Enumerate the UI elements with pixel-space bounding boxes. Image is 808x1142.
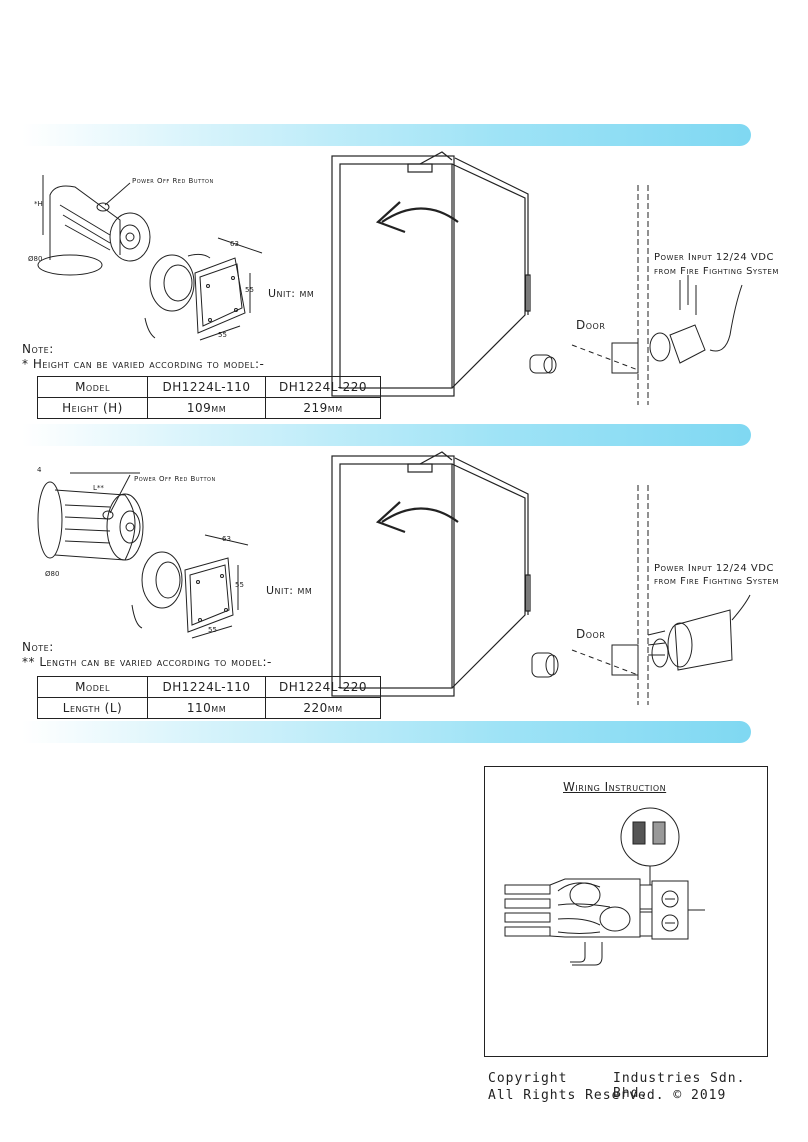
dim-63-2: 63 bbox=[222, 535, 231, 543]
armature-plate-drawing-2 bbox=[131, 534, 249, 639]
company-name: Industries Sdn. Bhd. bbox=[613, 1071, 746, 1101]
section-band-2 bbox=[22, 424, 751, 446]
footer-line-1: Copyright Industries Sdn. Bhd. bbox=[488, 1071, 768, 1101]
door-drawing-2 bbox=[331, 451, 531, 697]
note-text-1: * Height can be varied according to mode… bbox=[22, 357, 265, 371]
dim-55b-1: 55 bbox=[218, 331, 227, 339]
model-table-1: Model DH1224L-110 DH1224L-220 Height (H)… bbox=[37, 376, 381, 419]
table-header-cell: DH1224L-110 bbox=[147, 676, 266, 698]
power-input-line2-2: from Fire Fighting System bbox=[654, 576, 779, 587]
dim-55b-2: 55 bbox=[208, 626, 217, 634]
table-cell: Length (L) bbox=[37, 697, 148, 719]
table-header-row: Model DH1224L-110 DH1224L-220 bbox=[37, 376, 381, 398]
note-title-1: Note: bbox=[22, 342, 54, 356]
wall-mount-drawing-1 bbox=[529, 185, 743, 405]
wiring-diagram bbox=[504, 807, 705, 966]
power-input-line1-1: Power Input 12/24 VDC bbox=[654, 252, 774, 263]
copyright-label: Copyright bbox=[488, 1071, 568, 1086]
table-row: Length (L) 110mm 220mm bbox=[37, 697, 381, 719]
table-cell: 109mm bbox=[147, 397, 266, 419]
unit-label-2: Unit: mm bbox=[266, 584, 313, 597]
table-cell: Height (H) bbox=[37, 397, 148, 419]
door-drawing-1 bbox=[331, 151, 531, 397]
table-header-cell: DH1224L-220 bbox=[265, 676, 381, 698]
wiring-title: Wiring Instruction bbox=[563, 780, 667, 794]
table-cell: 219mm bbox=[265, 397, 381, 419]
door-label-2: Door bbox=[576, 627, 606, 641]
section-band-1 bbox=[22, 124, 751, 146]
unit-label-1: Unit: mm bbox=[268, 287, 315, 300]
armature-plate-drawing-1 bbox=[144, 237, 263, 341]
table-cell: 220mm bbox=[265, 697, 381, 719]
dim-dia-label-1: Ø80 bbox=[28, 255, 43, 263]
dim-63-1: 63 bbox=[230, 240, 239, 248]
callout-power-button-1: Power Off Red Button bbox=[132, 177, 214, 185]
dim-dia-label-2: Ø80 bbox=[45, 570, 60, 578]
note-title-2: Note: bbox=[22, 640, 54, 654]
dim-55a-1: 55 bbox=[245, 286, 254, 294]
dim-4-label: 4 bbox=[37, 466, 42, 474]
table-header-cell: DH1224L-110 bbox=[147, 376, 266, 398]
note-text-2: ** Length can be varied according to mod… bbox=[22, 655, 272, 669]
door-label-1: Door bbox=[576, 318, 606, 332]
power-input-line1-2: Power Input 12/24 VDC bbox=[654, 563, 774, 574]
power-input-line2-1: from Fire Fighting System bbox=[654, 266, 779, 277]
wiring-instruction-box: Wiring Instruction bbox=[484, 766, 768, 1057]
section-band-3 bbox=[22, 721, 751, 743]
table-header-cell: Model bbox=[37, 376, 148, 398]
dim-l-label: L** bbox=[93, 484, 104, 492]
callout-power-button-2: Power Off Red Button bbox=[134, 475, 216, 483]
model-table-2: Model DH1224L-110 DH1224L-220 Length (L)… bbox=[37, 676, 381, 719]
footer-line-2: All Rights Reserved. © 2019 bbox=[488, 1088, 727, 1103]
table-header-cell: Model bbox=[37, 676, 148, 698]
table-header-cell: DH1224L-220 bbox=[265, 376, 381, 398]
dim-h-label: *H bbox=[34, 200, 43, 208]
door-holder-wall-drawing bbox=[37, 175, 151, 276]
table-cell: 110mm bbox=[147, 697, 266, 719]
table-header-row: Model DH1224L-110 DH1224L-220 bbox=[37, 676, 381, 698]
door-holder-floor-drawing bbox=[37, 472, 144, 561]
table-row: Height (H) 109mm 219mm bbox=[37, 397, 381, 419]
dim-55a-2: 55 bbox=[235, 581, 244, 589]
wall-mount-drawing-2 bbox=[531, 485, 751, 705]
